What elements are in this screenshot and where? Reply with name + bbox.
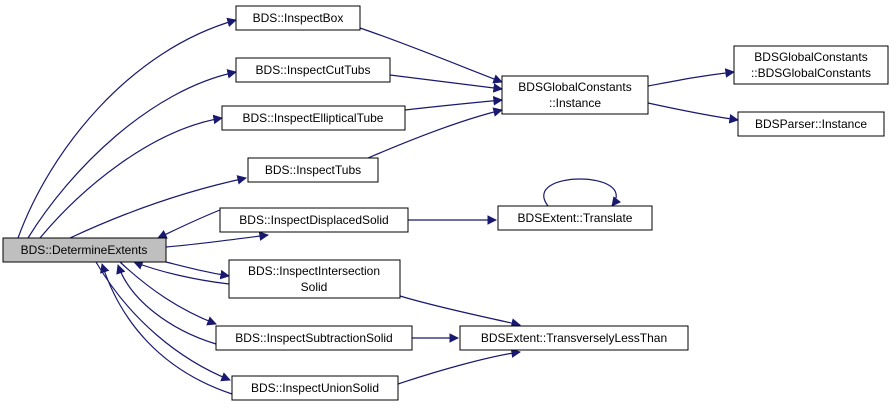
node-label: BDSParser::Instance — [755, 117, 867, 131]
node-label-line2: ::BDSGlobalConstants — [751, 66, 871, 80]
node-global-constants-ctor[interactable]: BDSGlobalConstants ::BDSGlobalConstants — [733, 45, 889, 85]
edge-translate-self — [543, 178, 622, 207]
node-label: BDS::InspectDisplacedSolid — [239, 213, 388, 227]
node-label: BDSExtent::TransverselyLessThan — [481, 331, 667, 345]
node-label-line2: ::Instance — [549, 96, 601, 110]
node-label: BDS::InspectEllipticalTube — [243, 111, 384, 125]
node-extent-transversely-less-than[interactable]: BDSExtent::TransverselyLessThan — [459, 325, 689, 351]
edge-union-to-determine — [100, 263, 233, 395]
edge-globalinstance-to-ctor — [647, 68, 735, 87]
node-label: BDS::InspectTubs — [265, 163, 361, 177]
node-parser-instance[interactable]: BDSParser::Instance — [737, 111, 885, 137]
node-label-line1: BDSGlobalConstants — [754, 50, 867, 64]
edge-displaced-to-determine — [157, 209, 221, 239]
node-inspect-subtraction-solid[interactable]: BDS::InspectSubtractionSolid — [215, 325, 413, 351]
edge-determine-to-inspectelliptical — [39, 114, 223, 239]
edge-tubs-to-globalinstance — [367, 107, 503, 159]
edge-elliptical-to-globalinstance — [404, 96, 503, 111]
edge-box-to-globalinstance — [359, 27, 503, 84]
edge-cuttubs-to-globalinstance — [389, 74, 503, 93]
node-extent-translate[interactable]: BDSExtent::Translate — [497, 205, 653, 231]
edge-determine-to-subtraction — [119, 261, 217, 326]
node-inspect-union-solid[interactable]: BDS::InspectUnionSolid — [231, 375, 399, 401]
node-inspect-displaced-solid[interactable]: BDS::InspectDisplacedSolid — [219, 207, 409, 233]
edge-determine-to-displaced — [165, 231, 269, 248]
node-inspect-tubs[interactable]: BDS::InspectTubs — [247, 157, 379, 183]
edge-determine-to-intersection — [165, 261, 230, 280]
node-label-line1: BDSGlobalConstants — [518, 80, 631, 94]
edge-determine-to-inspecttubs — [69, 175, 247, 239]
edge-union-to-tlt — [397, 348, 521, 385]
node-label: BDS::DetermineExtents — [21, 243, 148, 257]
node-global-constants-instance[interactable]: BDSGlobalConstants ::Instance — [501, 75, 649, 115]
node-determine-extents[interactable]: BDS::DetermineExtents — [2, 237, 167, 263]
edge-globalinstance-to-parser — [647, 102, 739, 124]
node-inspect-elliptical-tube[interactable]: BDS::InspectEllipticalTube — [221, 105, 406, 131]
node-inspect-intersection-solid[interactable]: BDS::InspectIntersection Solid — [228, 259, 401, 299]
nodes: BDS::DetermineExtents BDS::InspectBox BD… — [2, 5, 889, 401]
node-inspect-box[interactable]: BDS::InspectBox — [235, 5, 361, 31]
node-label: BDS::InspectSubtractionSolid — [235, 331, 392, 345]
edge-determine-to-inspectcuttubs — [27, 69, 237, 239]
edge-determine-to-inspectbox — [17, 17, 237, 239]
edge-intersection-to-tlt — [399, 295, 521, 328]
edge-intersection-to-determine — [133, 260, 230, 285]
node-label: BDS::InspectBox — [253, 11, 344, 25]
node-label: BDS::InspectUnionSolid — [251, 381, 379, 395]
node-label: BDSExtent::Translate — [518, 211, 633, 225]
node-label-line1: BDS::InspectIntersection — [248, 264, 380, 278]
node-label: BDS::InspectCutTubs — [256, 63, 371, 77]
node-inspect-cut-tubs[interactable]: BDS::InspectCutTubs — [235, 57, 391, 83]
edges — [17, 17, 739, 395]
edge-subtraction-to-determine — [116, 264, 217, 345]
node-label-line2: Solid — [301, 280, 328, 294]
